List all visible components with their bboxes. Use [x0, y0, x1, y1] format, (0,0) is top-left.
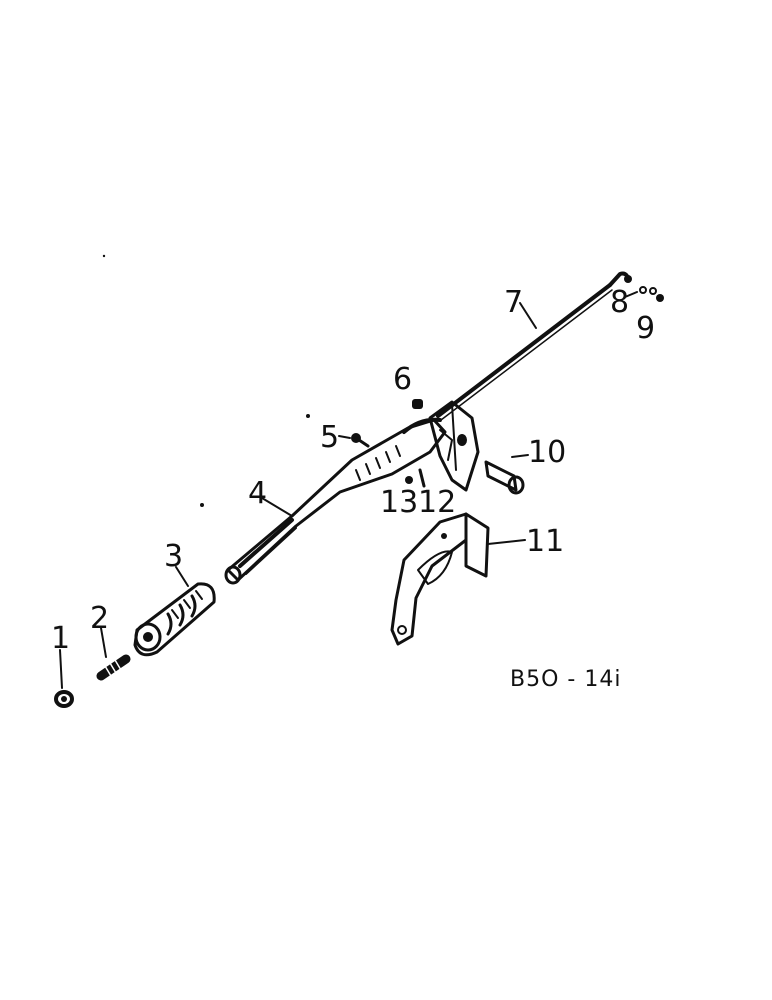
callout-7: 7 — [504, 285, 523, 320]
part-12-13-fastener — [405, 468, 426, 488]
leader-2 — [100, 627, 107, 658]
leader-8 — [624, 291, 638, 298]
callout-3: 3 — [164, 539, 183, 574]
callout-8: 8 — [610, 285, 629, 320]
part-10-bolt — [484, 460, 525, 495]
leader-5 — [338, 435, 351, 439]
callout-10: 10 — [528, 435, 566, 470]
part-11-bracket — [390, 512, 490, 646]
callout-13: 13 — [380, 485, 418, 520]
callout-5: 5 — [320, 420, 339, 455]
pivot-block — [428, 400, 480, 492]
part-6-pin — [412, 399, 423, 409]
leader-4 — [261, 497, 293, 517]
callout-1: 1 — [51, 621, 70, 656]
part-3-grip — [133, 582, 216, 657]
drawing-code: B5O - 14i — [510, 667, 621, 692]
leader-3 — [175, 566, 189, 587]
leader-10 — [511, 454, 529, 458]
speck — [306, 414, 310, 418]
callout-9: 9 — [636, 311, 655, 346]
speck — [102, 254, 106, 258]
part-8-9-clip — [624, 275, 664, 302]
callout-2: 2 — [90, 601, 109, 636]
callout-12: 12 — [418, 485, 456, 520]
part-1-nut — [54, 690, 74, 708]
callout-4: 4 — [248, 476, 267, 511]
leader-11 — [487, 539, 526, 545]
callout-6: 6 — [393, 362, 412, 397]
leader-7 — [519, 302, 537, 329]
speck — [200, 503, 204, 507]
part-5-screw — [351, 433, 370, 448]
part-2-stud — [96, 654, 131, 681]
callout-11: 11 — [526, 524, 564, 559]
part-7-rod — [436, 271, 630, 421]
leader-1 — [59, 649, 63, 689]
